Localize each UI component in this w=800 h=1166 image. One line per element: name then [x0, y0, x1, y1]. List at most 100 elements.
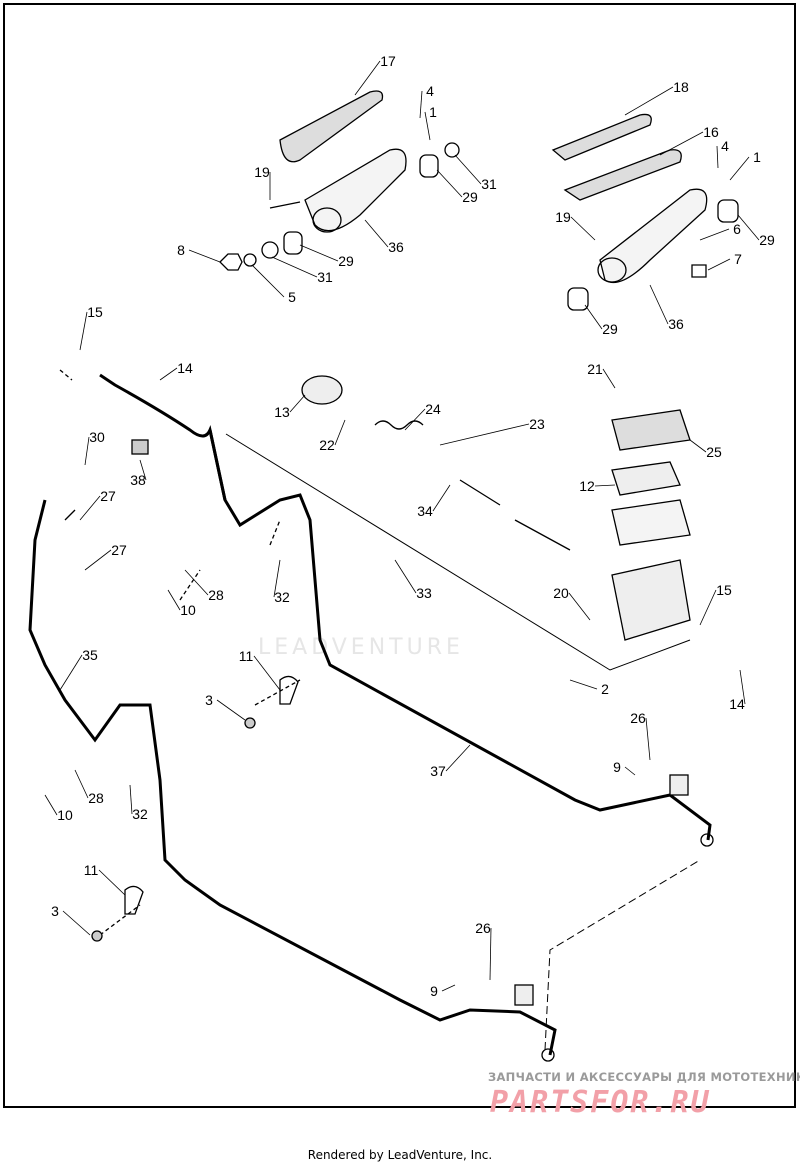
- callout-23: 23: [529, 416, 545, 432]
- bushing-29d: [567, 287, 589, 311]
- callout-28: 28: [88, 790, 104, 806]
- pin-19: [269, 201, 301, 209]
- clamp-11: [279, 675, 299, 705]
- line-end-fitting: [700, 833, 714, 847]
- oring-31b: [261, 241, 279, 259]
- callout-9: 9: [613, 759, 621, 775]
- callout-26: 26: [475, 920, 491, 936]
- cap-7: [691, 264, 707, 278]
- callout-leader-line: [716, 145, 719, 169]
- brake-line-35: [28, 499, 557, 1056]
- screw-3b: [91, 930, 103, 942]
- callout-10: 10: [180, 602, 196, 618]
- callout-25: 25: [706, 444, 722, 460]
- callout-9: 9: [430, 983, 438, 999]
- callout-35: 35: [82, 647, 98, 663]
- callout-leader-line: [74, 769, 89, 799]
- callout-leader-line: [184, 569, 209, 596]
- callout-7: 7: [734, 251, 742, 267]
- callout-leader-line: [216, 699, 246, 721]
- callout-8: 8: [177, 242, 185, 258]
- callout-4: 4: [721, 138, 729, 154]
- callout-32: 32: [274, 589, 290, 605]
- dashed-guide: [99, 679, 301, 936]
- callout-19: 19: [254, 164, 270, 180]
- footpeg-pad-17: [279, 90, 384, 163]
- callout-12: 12: [579, 478, 595, 494]
- callout-leader-line: [59, 654, 83, 691]
- callout-32: 32: [132, 806, 148, 822]
- callout-14: 14: [177, 360, 193, 376]
- callout-36: 36: [388, 239, 404, 255]
- callout-leader-line: [424, 111, 431, 141]
- brake-line-37: [99, 373, 712, 841]
- master-cylinder: [611, 559, 691, 641]
- callout-29: 29: [759, 232, 775, 248]
- callout-leader-line: [454, 154, 482, 185]
- callout-leader-line: [84, 436, 90, 466]
- callout-leader-line: [649, 284, 669, 325]
- callout-26: 26: [630, 710, 646, 726]
- footpeg-pad-18: [551, 113, 652, 161]
- boot-13: [301, 375, 343, 405]
- footpeg-bore-b: [597, 257, 627, 283]
- callout-leader-line: [602, 368, 616, 389]
- callout-19: 19: [555, 209, 571, 225]
- part-drawings: [28, 90, 739, 1062]
- callout-leader-line: [364, 219, 389, 248]
- callout-leader-line: [659, 131, 704, 156]
- callout-leader-line: [299, 244, 339, 262]
- switch-26: [669, 774, 689, 796]
- callout-34: 34: [417, 503, 433, 519]
- callout-20: 20: [553, 585, 569, 601]
- callout-27: 27: [100, 488, 116, 504]
- callout-6: 6: [733, 221, 741, 237]
- callout-33: 33: [416, 585, 432, 601]
- callout-10: 10: [57, 807, 73, 823]
- callout-29: 29: [338, 253, 354, 269]
- dashed-guide: [179, 519, 281, 601]
- callout-1: 1: [753, 149, 761, 165]
- callout-14: 14: [729, 696, 745, 712]
- fitting-stub: [64, 509, 76, 521]
- callout-11: 11: [239, 648, 254, 664]
- callout-leader-line: [159, 367, 178, 381]
- cover-25: [611, 409, 691, 451]
- callout-leader-line: [419, 90, 423, 119]
- callout-leader-line: [569, 679, 598, 690]
- brake-line-segment: [208, 429, 227, 501]
- callout-leader-line: [568, 592, 591, 621]
- callout-17: 17: [380, 53, 396, 69]
- spring-24: [374, 420, 424, 430]
- footpeg-pad-16: [563, 149, 682, 201]
- diaphragm-12: [611, 461, 681, 496]
- assembly-bracket-33: [225, 433, 691, 671]
- footpeg-bracket-36: [304, 148, 407, 232]
- callout-leader-line: [354, 60, 381, 96]
- callout-leader-line: [289, 394, 306, 413]
- callout-leader-line: [445, 744, 471, 772]
- callout-31: 31: [481, 176, 497, 192]
- callout-5: 5: [288, 289, 296, 305]
- callout-29: 29: [602, 321, 618, 337]
- diagram-frame: [3, 3, 796, 1108]
- callout-36: 36: [668, 316, 684, 332]
- switch-26b: [514, 984, 534, 1006]
- dashed-guide: [544, 859, 701, 1051]
- callout-leader-line: [436, 169, 463, 198]
- callout-leader-line: [167, 589, 181, 611]
- callout-37: 37: [430, 763, 446, 779]
- callout-leader-line: [594, 484, 616, 487]
- callout-24: 24: [425, 401, 441, 417]
- footpeg-bore: [312, 207, 342, 233]
- callout-leader-line: [624, 766, 636, 776]
- callout-leader-line: [84, 549, 112, 571]
- callout-leader-line: [44, 794, 58, 816]
- callout-leader-line: [570, 216, 596, 241]
- callout-leader-line: [624, 86, 674, 116]
- clip-38: [131, 439, 149, 455]
- callout-21: 21: [587, 361, 603, 377]
- callout-leader-line: [188, 249, 221, 263]
- callout-15: 15: [716, 582, 732, 598]
